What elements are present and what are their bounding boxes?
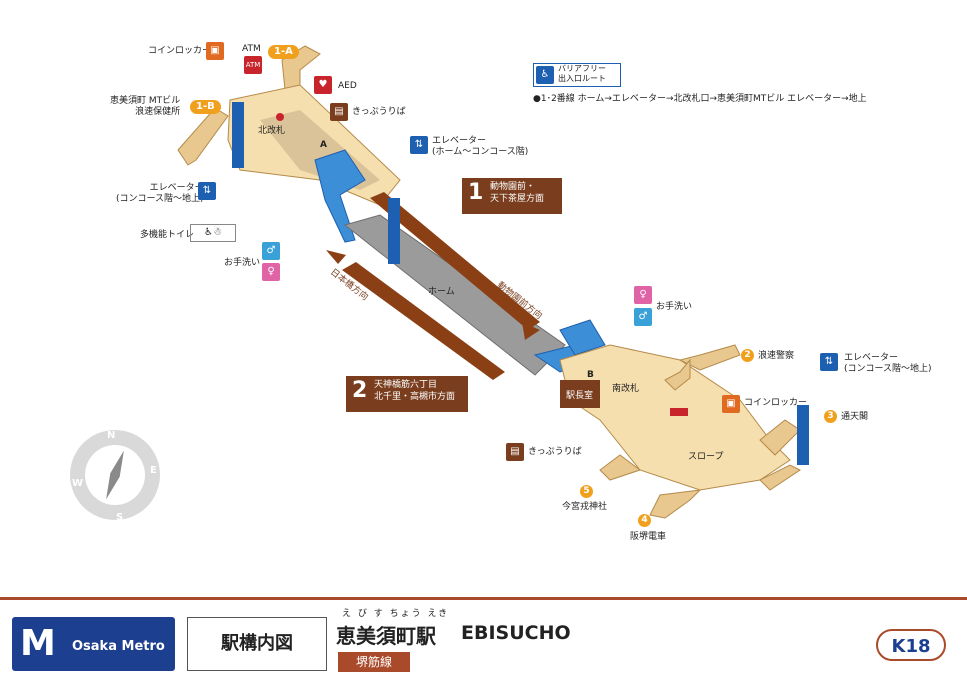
station-name: 恵美須町駅 [336,624,436,648]
stairs-se [599,344,801,519]
barrier-free-icon: ♿ [536,66,554,84]
label-b: B [587,370,594,380]
station-ruby: え び す ちょう えき [342,609,450,619]
washroom-label-e: お手洗い [656,302,693,312]
elevator-icon-nw: ⇅ [198,182,216,200]
exit-4-label: 阪堺電車 [630,532,667,542]
direction-box-2: 2 天神橋筋六丁目 北千里・高槻市方面 [346,376,468,412]
ticket-label-nw: きっぷうりば [352,107,406,117]
station-master-room [560,380,600,408]
exit-3-label: 通天閣 [841,412,869,422]
coin-locker-label-nw: コインロッカー [148,46,212,56]
aed-label: AED [338,81,357,91]
barrier-free-title: バリアフリー 出入口ルート [558,64,606,83]
compass [70,430,160,520]
coin-locker-label-se: コインロッカー [744,398,808,408]
direction-1-text: 動物園前・ 天下茶屋方面 [490,182,545,204]
station-code: K18 [876,629,946,661]
coin-locker-icon-se: ▣ [722,395,740,413]
south-gate-label: 南改札 [612,384,640,394]
exit-2-badge: 2 [741,349,754,362]
elevator-label-nw: エレベーター (コンコース階～地上) [116,183,204,204]
track-2 [342,262,505,380]
slope-label: スロープ [688,452,724,462]
escalator-a [314,149,366,243]
atm-icon: ATM [244,56,262,74]
men-toilet-icon-w: ♂ [262,242,280,260]
direction-box-1: 1 動物園前・ 天下茶屋方面 [462,178,562,214]
exit-5-label: 今宮戎神社 [562,502,608,512]
station-master-label: 駅長室 [566,391,594,401]
ticket-icon-se: ▤ [506,443,524,461]
station-name-en: EBISUCHO [461,622,571,644]
ticket-label-se: きっぷうりば [528,447,582,457]
ticket-icon-nw: ▤ [330,103,348,121]
footer-line [0,597,967,600]
exit-5-badge: 5 [580,485,593,498]
women-toilet-icon-w: ♀ [262,263,280,281]
platform-label: ホーム [428,287,455,297]
label-a: A [320,140,327,150]
brand-name: Osaka Metro [72,639,165,654]
exit-1a-badge: 1-A [268,45,299,59]
direction-2-text: 天神橋筋六丁目 北千里・高槻市方面 [374,380,456,402]
toilet-multi-label: 多機能トイレ [140,230,195,240]
compass-n: N [107,430,116,441]
compass-e: E [150,465,157,476]
elevator-icon-mid: ⇅ [410,136,428,154]
concourse-south [559,344,791,491]
barrier-free-legend: ♿ バリアフリー 出入口ルート [533,63,621,87]
elevator-shaft-nw [232,102,244,168]
line-name: 堺筋線 [338,652,410,672]
osaka-metro-logo: M Osaka Metro [12,617,175,671]
elevator-shaft-mid [388,198,400,264]
compass-w: W [72,478,84,489]
elevator-label-mid: エレベーター (ホーム～コンコース階) [432,136,529,157]
toilet-multi-icon: ♿☃ [190,224,236,242]
station-map [70,45,809,520]
exit-1b-badge: 1-B [190,100,221,114]
direction-1-number: 1 [468,180,484,205]
barrier-free-route-note: ●1･2番線 ホーム→エレベーター→北改札口→恵美須町MTビル エレベーター→地… [533,94,867,104]
exit-3-badge: 3 [824,410,837,423]
compass-s: S [116,512,124,523]
atm-label: ATM [242,44,261,54]
elevator-label-se: エレベーター (コンコース階～地上) [844,353,932,374]
doc-type: 駅構内図 [187,617,327,671]
women-toilet-icon-e: ♀ [634,286,652,304]
track-1 [370,192,540,330]
exit-2-label: 浪速警察 [758,351,795,361]
building-note: 恵美須町 MTビル 浪速保健所 [110,96,181,117]
coin-locker-icon: ▣ [206,42,224,60]
metro-m-icon: M [20,623,56,664]
direction-2-number: 2 [352,378,368,403]
elevator-icon-se: ⇅ [820,353,838,371]
aed-icon: ♥ [314,76,332,94]
exit-4-badge: 4 [638,514,651,527]
men-toilet-icon-e: ♂ [634,308,652,326]
north-gate-label: 北改札 [258,126,286,136]
elevator-shaft-se [797,405,809,465]
washroom-label-w: お手洗い [224,258,261,268]
